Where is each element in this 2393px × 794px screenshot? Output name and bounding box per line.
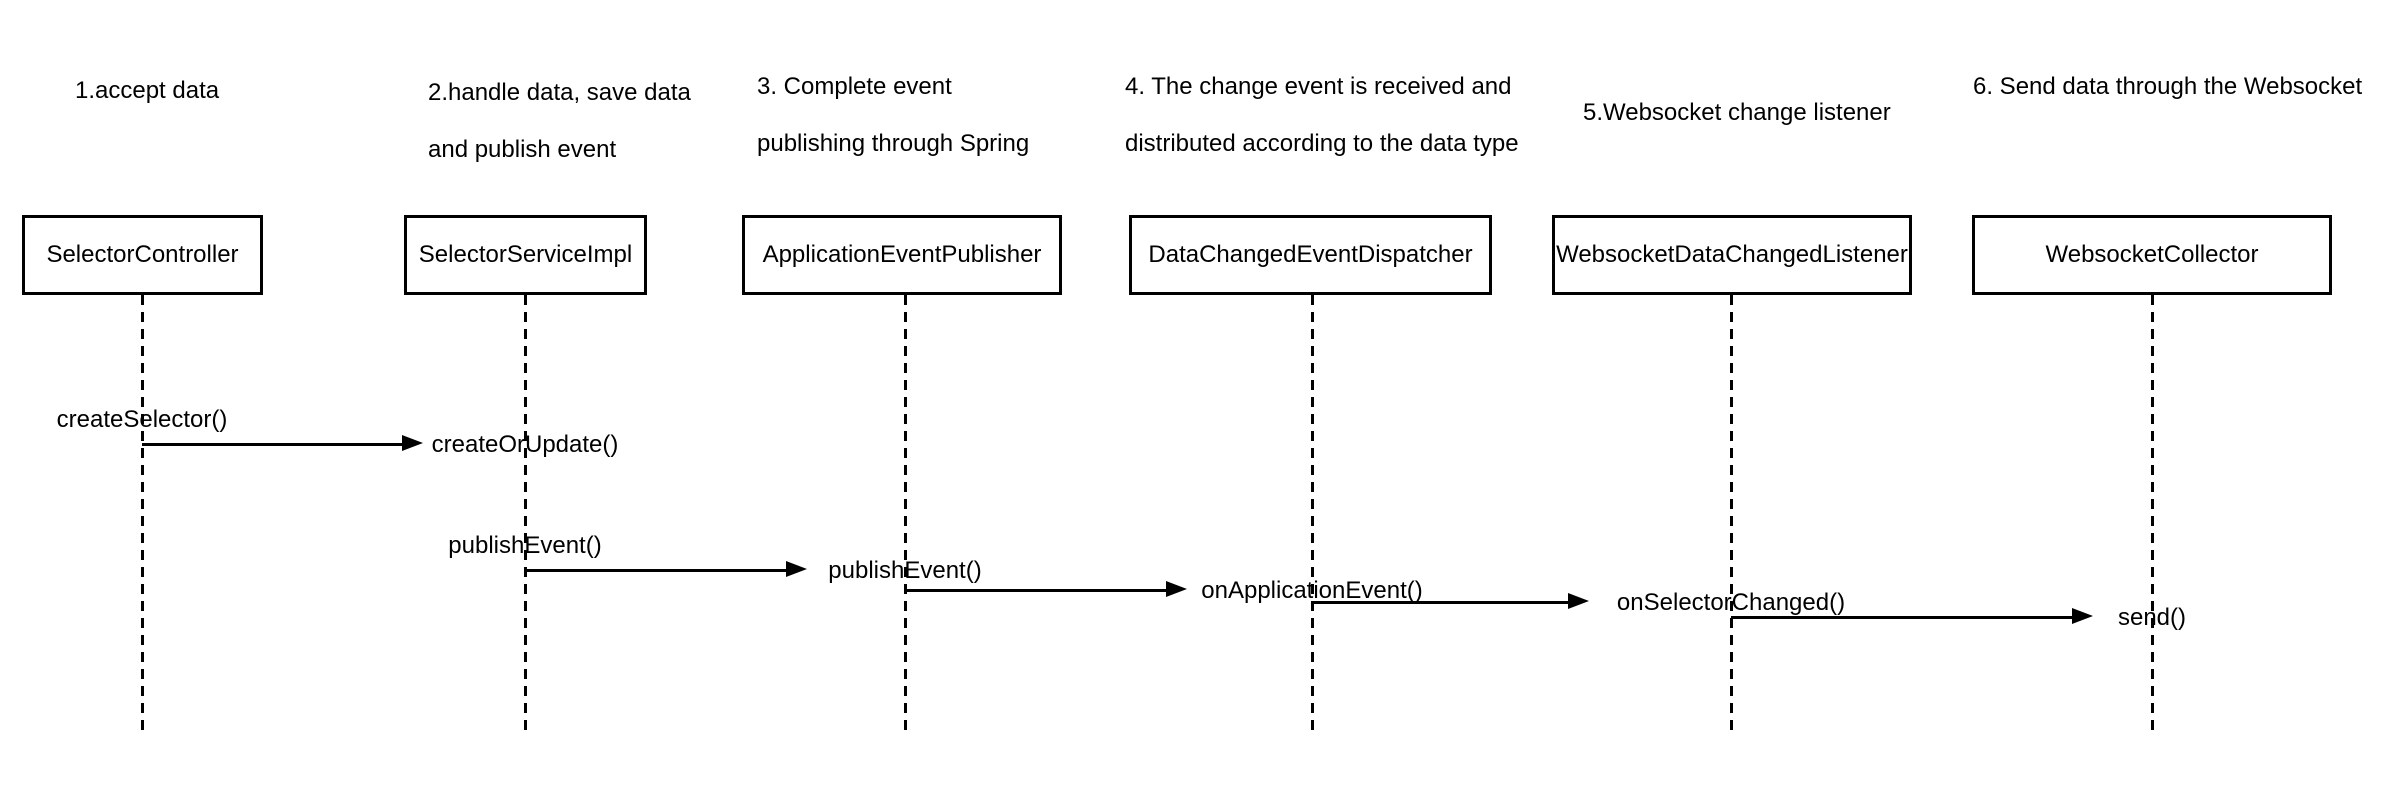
lifeline: [1310, 295, 1314, 733]
actor-label: DataChangedEventDispatcher: [1148, 241, 1473, 268]
actor-label: SelectorController: [46, 241, 239, 268]
lifeline: [2150, 295, 2154, 733]
actor-label: SelectorServiceImpl: [418, 241, 633, 268]
message-receive-label: createOrUpdate(): [431, 431, 619, 458]
message-arrowhead-icon: [1568, 592, 1589, 609]
message-arrowhead-icon: [2072, 607, 2093, 624]
step-note: 5.Websocket change listener: [1583, 84, 1891, 141]
step-note-line: 1.accept data: [75, 77, 220, 104]
step-note-line: 5.Websocket change listener: [1583, 99, 1891, 126]
step-note-line: 3. Complete event: [757, 73, 952, 100]
message-line: [1312, 600, 1570, 604]
message-receive-label: send(): [2117, 604, 2187, 631]
message-receive-label: onApplicationEvent(): [1201, 577, 1423, 604]
message-receive-label: publishEvent(): [828, 557, 982, 584]
actor-label: ApplicationEventPublisher: [762, 241, 1042, 268]
actor-label: WebsocketCollector: [2045, 241, 2259, 268]
step-note: 1.accept data: [75, 62, 219, 119]
step-note: 6. Send data through the Websocket: [1973, 58, 2362, 115]
step-note-line: 4. The change event is received and: [1125, 73, 1512, 100]
message-line: [905, 588, 1168, 592]
step-note-line: publishing through Spring: [757, 130, 1030, 157]
message-arrowhead-icon: [1166, 580, 1187, 597]
step-note-line: distributed according to the data type: [1125, 130, 1519, 157]
step-note-line: 2.handle data, save data: [428, 79, 691, 106]
message-line: [525, 568, 788, 572]
message-call-label: createSelector(): [56, 406, 228, 433]
step-note: 4. The change event is received and distr…: [1125, 58, 1519, 172]
message-receive-label: onSelectorChanged(): [1616, 589, 1846, 616]
message-line: [1731, 615, 2074, 619]
lifeline: [1729, 295, 1733, 733]
actor-box: WebsocketCollector: [1972, 215, 2332, 295]
step-note: 2.handle data, save data and publish even…: [428, 64, 691, 178]
actor-box: WebsocketDataChangedListener: [1552, 215, 1912, 295]
step-note-line: 6. Send data through the Websocket: [1973, 73, 2363, 100]
message-arrowhead-icon: [786, 560, 807, 577]
message-arrowhead-icon: [402, 434, 423, 451]
actor-box: SelectorServiceImpl: [404, 215, 647, 295]
lifeline: [523, 295, 527, 733]
message-call-label: publishEvent(): [448, 532, 602, 559]
actor-label: WebsocketDataChangedListener: [1556, 241, 1908, 268]
step-note-line: and publish event: [428, 136, 617, 163]
actor-box: ApplicationEventPublisher: [742, 215, 1062, 295]
lifeline: [140, 295, 144, 733]
actor-box: SelectorController: [22, 215, 263, 295]
actor-box: DataChangedEventDispatcher: [1129, 215, 1492, 295]
lifeline: [903, 295, 907, 733]
message-line: [142, 442, 404, 446]
step-note: 3. Complete event publishing through Spri…: [757, 58, 1029, 172]
